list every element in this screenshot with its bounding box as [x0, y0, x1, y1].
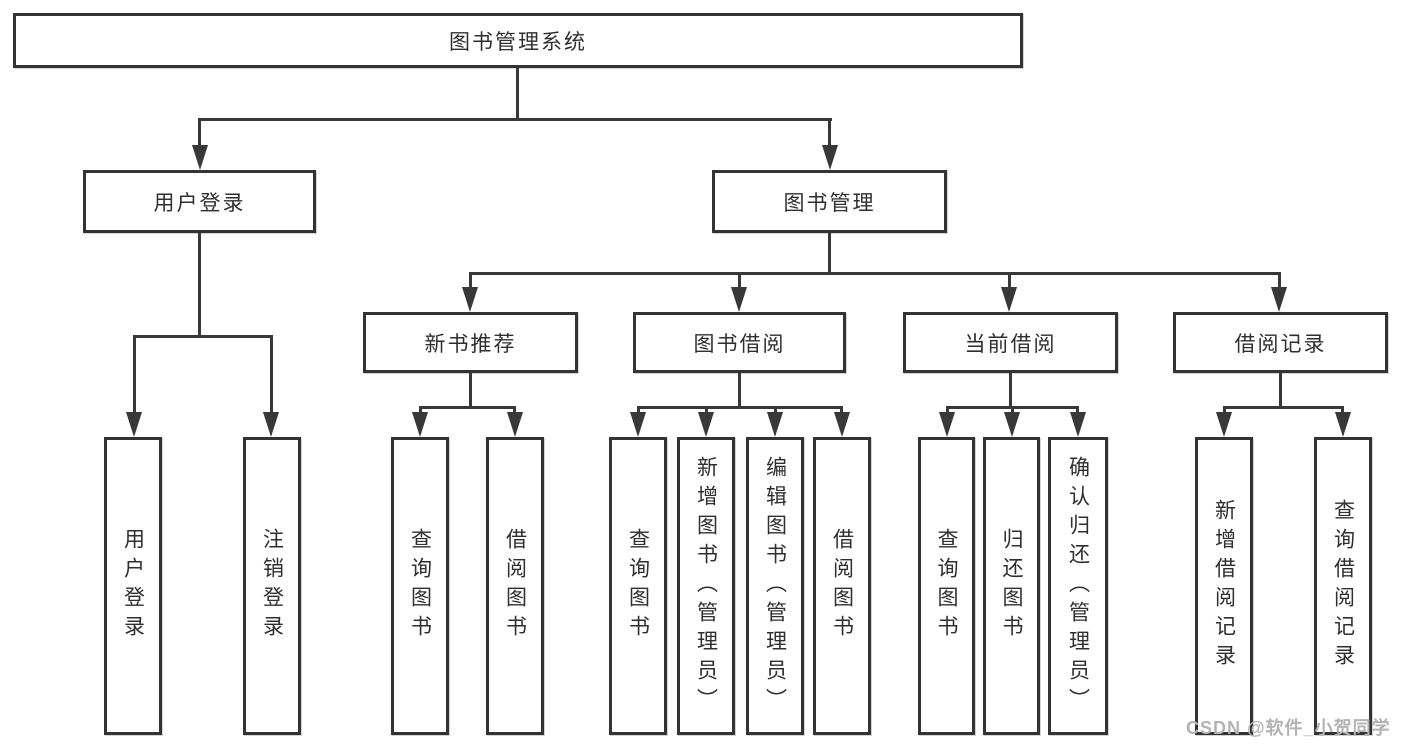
connector-line [1278, 272, 1281, 292]
connector-line [469, 272, 1281, 275]
arrow-down-icon [822, 145, 838, 170]
connector-line [1279, 373, 1282, 406]
node-book-borrow: 图书借阅 [633, 312, 846, 373]
leaf-confirm-return-admin-label: 确认归还（管理员） [1066, 455, 1090, 717]
node-user-login-label: 用户登录 [153, 191, 246, 215]
arrow-down-icon [1271, 287, 1287, 312]
leaf-return-book-label: 归还图书 [1000, 528, 1023, 644]
connector-line [198, 118, 201, 150]
connector-line [469, 373, 472, 406]
arrow-down-icon [1004, 412, 1020, 437]
node-root-label: 图书管理系统 [449, 30, 587, 54]
leaf-borrow-book-1: 借阅图书 [486, 437, 544, 735]
leaf-borrow-book-2: 借阅图书 [813, 437, 871, 735]
leaf-query-borrow-record: 查询借阅记录 [1314, 437, 1372, 735]
connector-line [828, 118, 831, 150]
arrow-down-icon [1070, 412, 1086, 437]
connector-line [469, 272, 472, 292]
arrow-down-icon [412, 412, 428, 437]
node-current-borrow: 当前借阅 [903, 312, 1118, 373]
watermark: CSDN @软件_小贺同学 [1186, 718, 1391, 738]
arrow-down-icon [731, 287, 747, 312]
arrow-down-icon [126, 412, 142, 437]
leaf-query-book-label: 查询图书 [626, 528, 650, 644]
node-user-login: 用户登录 [83, 170, 316, 233]
connector-line [1009, 373, 1012, 406]
node-current-borrow-label: 当前借阅 [964, 332, 1057, 356]
arrow-down-icon [939, 412, 955, 437]
leaf-confirm-return-admin: 确认归还（管理员） [1048, 437, 1108, 735]
arrow-down-icon [1001, 287, 1017, 312]
connector-line [637, 406, 843, 409]
connector-line [198, 233, 201, 335]
node-book-management: 图书管理 [712, 170, 947, 233]
leaf-edit-book-admin-label: 编辑图书（管理员） [763, 455, 787, 717]
leaf-borrow-book-label: 借阅图书 [503, 528, 527, 644]
leaf-query-book-label: 查询图书 [408, 528, 432, 644]
leaf-add-borrow-record-label: 新增借阅记录 [1212, 499, 1236, 673]
leaf-add-borrow-record: 新增借阅记录 [1195, 437, 1253, 735]
arrow-down-icon [1335, 412, 1351, 437]
arrow-down-icon [630, 412, 646, 437]
leaf-user-login: 用户登录 [104, 437, 162, 735]
leaf-logout-label: 注销登录 [260, 528, 284, 644]
leaf-return-book: 归还图书 [983, 437, 1040, 735]
connector-line [133, 335, 273, 338]
leaf-add-book-admin: 新增图书（管理员） [677, 437, 735, 735]
leaf-query-book-3: 查询图书 [918, 437, 975, 735]
arrow-down-icon [507, 412, 523, 437]
arrow-down-icon [834, 412, 850, 437]
leaf-query-book-1: 查询图书 [391, 437, 449, 735]
leaf-borrow-book-label: 借阅图书 [830, 528, 854, 644]
connector-line [198, 118, 832, 121]
arrow-down-icon [698, 412, 714, 437]
arrow-down-icon [462, 287, 478, 312]
leaf-query-book-label: 查询图书 [935, 528, 958, 644]
leaf-query-book-2: 查询图书 [609, 437, 667, 735]
connector-line [828, 233, 831, 272]
connector-line [133, 335, 136, 415]
connector-line [1008, 272, 1011, 292]
node-book-borrow-label: 图书借阅 [693, 332, 786, 356]
leaf-add-book-admin-label: 新增图书（管理员） [694, 455, 718, 717]
arrow-down-icon [1216, 412, 1232, 437]
arrow-down-icon [263, 412, 279, 437]
node-new-book-recommend: 新书推荐 [363, 312, 578, 373]
connector-line [516, 68, 519, 118]
node-root: 图书管理系统 [13, 13, 1023, 68]
node-borrow-records: 借阅记录 [1173, 312, 1388, 373]
leaf-logout: 注销登录 [243, 437, 301, 735]
connector-line [270, 335, 273, 415]
leaf-user-login-label: 用户登录 [121, 528, 145, 644]
connector-line [738, 272, 741, 292]
leaf-query-borrow-record-label: 查询借阅记录 [1331, 499, 1355, 673]
leaf-edit-book-admin: 编辑图书（管理员） [746, 437, 804, 735]
node-new-book-recommend-label: 新书推荐 [424, 332, 517, 356]
connector-line [419, 406, 516, 409]
arrow-down-icon [767, 412, 783, 437]
arrow-down-icon [192, 145, 208, 170]
node-book-management-label: 图书管理 [783, 191, 876, 215]
connector-line [738, 373, 741, 406]
node-borrow-records-label: 借阅记录 [1234, 332, 1327, 356]
connector-line [1223, 406, 1344, 409]
